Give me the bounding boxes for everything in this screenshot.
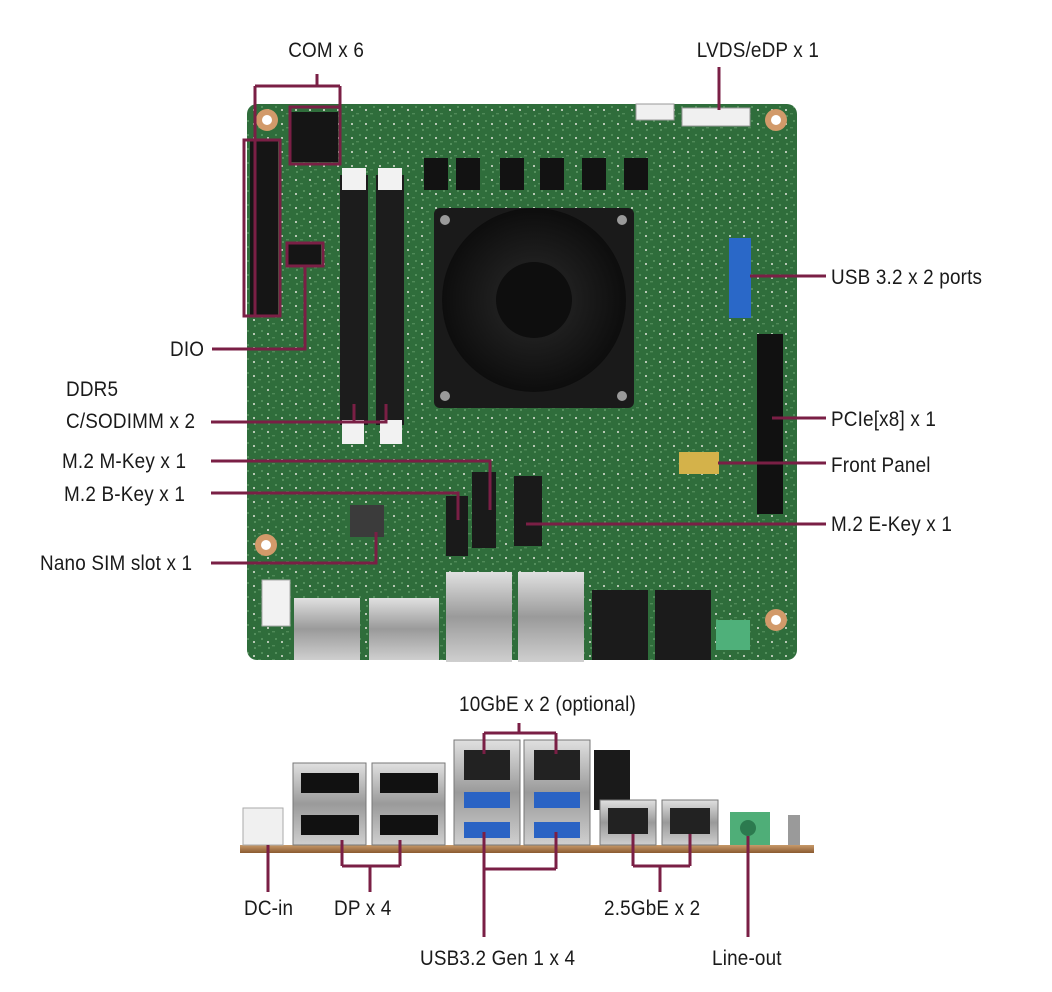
power-chokes <box>424 158 648 190</box>
label-dio: DIO <box>170 338 205 361</box>
label-usb32-gen1: USB3.2 Gen 1 x 4 <box>420 947 576 970</box>
label-dc-in: DC-in <box>244 897 294 920</box>
label-usb32-ports: USB 3.2 x 2 ports <box>831 266 983 289</box>
label-ddr5-line2: C/SODIMM x 2 <box>66 410 196 433</box>
top-io-ports <box>261 572 750 662</box>
callout-nano-sim <box>211 532 378 565</box>
m2-slots <box>446 472 542 556</box>
label-nano-sim: Nano SIM slot x 1 <box>40 552 193 575</box>
callout-usb32-gen1 <box>482 832 558 937</box>
label-m2-mkey: M.2 M-Key x 1 <box>62 450 187 473</box>
label-2-5gbe: 2.5GbE x 2 <box>604 897 701 920</box>
two5-gbe-ports <box>599 799 719 846</box>
front-panel-header <box>679 452 719 474</box>
label-line-out: Line-out <box>712 947 782 970</box>
motherboard-top-view <box>247 103 797 662</box>
pcie-slot <box>757 334 783 514</box>
label-dp: DP x 4 <box>334 897 392 920</box>
header-connector <box>635 103 675 121</box>
callout-com <box>242 74 342 318</box>
label-m2-bkey: M.2 B-Key x 1 <box>64 483 186 506</box>
label-ddr5-line1: DDR5 <box>66 378 119 401</box>
label-pcie: PCIe[x8] x 1 <box>831 408 937 431</box>
lvds-connector <box>681 107 751 127</box>
label-10gbe: 10GbE x 2 (optional) <box>459 693 636 716</box>
cpu-heatsink-fan <box>434 208 634 408</box>
callout-2-5gbe <box>631 834 692 892</box>
ddr5-slots <box>340 168 404 444</box>
callout-dp <box>340 840 402 892</box>
rear-io-view <box>240 739 814 853</box>
mounting-holes <box>255 109 787 631</box>
callout-ddr5 <box>211 404 388 424</box>
label-m2-ekey: M.2 E-Key x 1 <box>831 513 953 536</box>
lan-usb-stacks <box>453 739 591 846</box>
callout-dio <box>212 241 325 351</box>
sim-slot <box>350 505 384 537</box>
callout-m2-bkey <box>211 491 460 520</box>
callout-10gbe <box>482 723 558 754</box>
usb32-header <box>729 238 751 318</box>
label-com: COM x 6 <box>288 39 365 62</box>
callout-m2-mkey <box>211 459 492 510</box>
callout-lines <box>211 67 826 937</box>
standoff <box>788 815 800 845</box>
dp-ports <box>292 762 446 846</box>
dc-in-jack <box>242 807 284 846</box>
label-front-panel: Front Panel <box>831 454 931 477</box>
label-lvds: LVDS/eDP x 1 <box>696 39 820 62</box>
pcb-edge <box>240 845 814 853</box>
